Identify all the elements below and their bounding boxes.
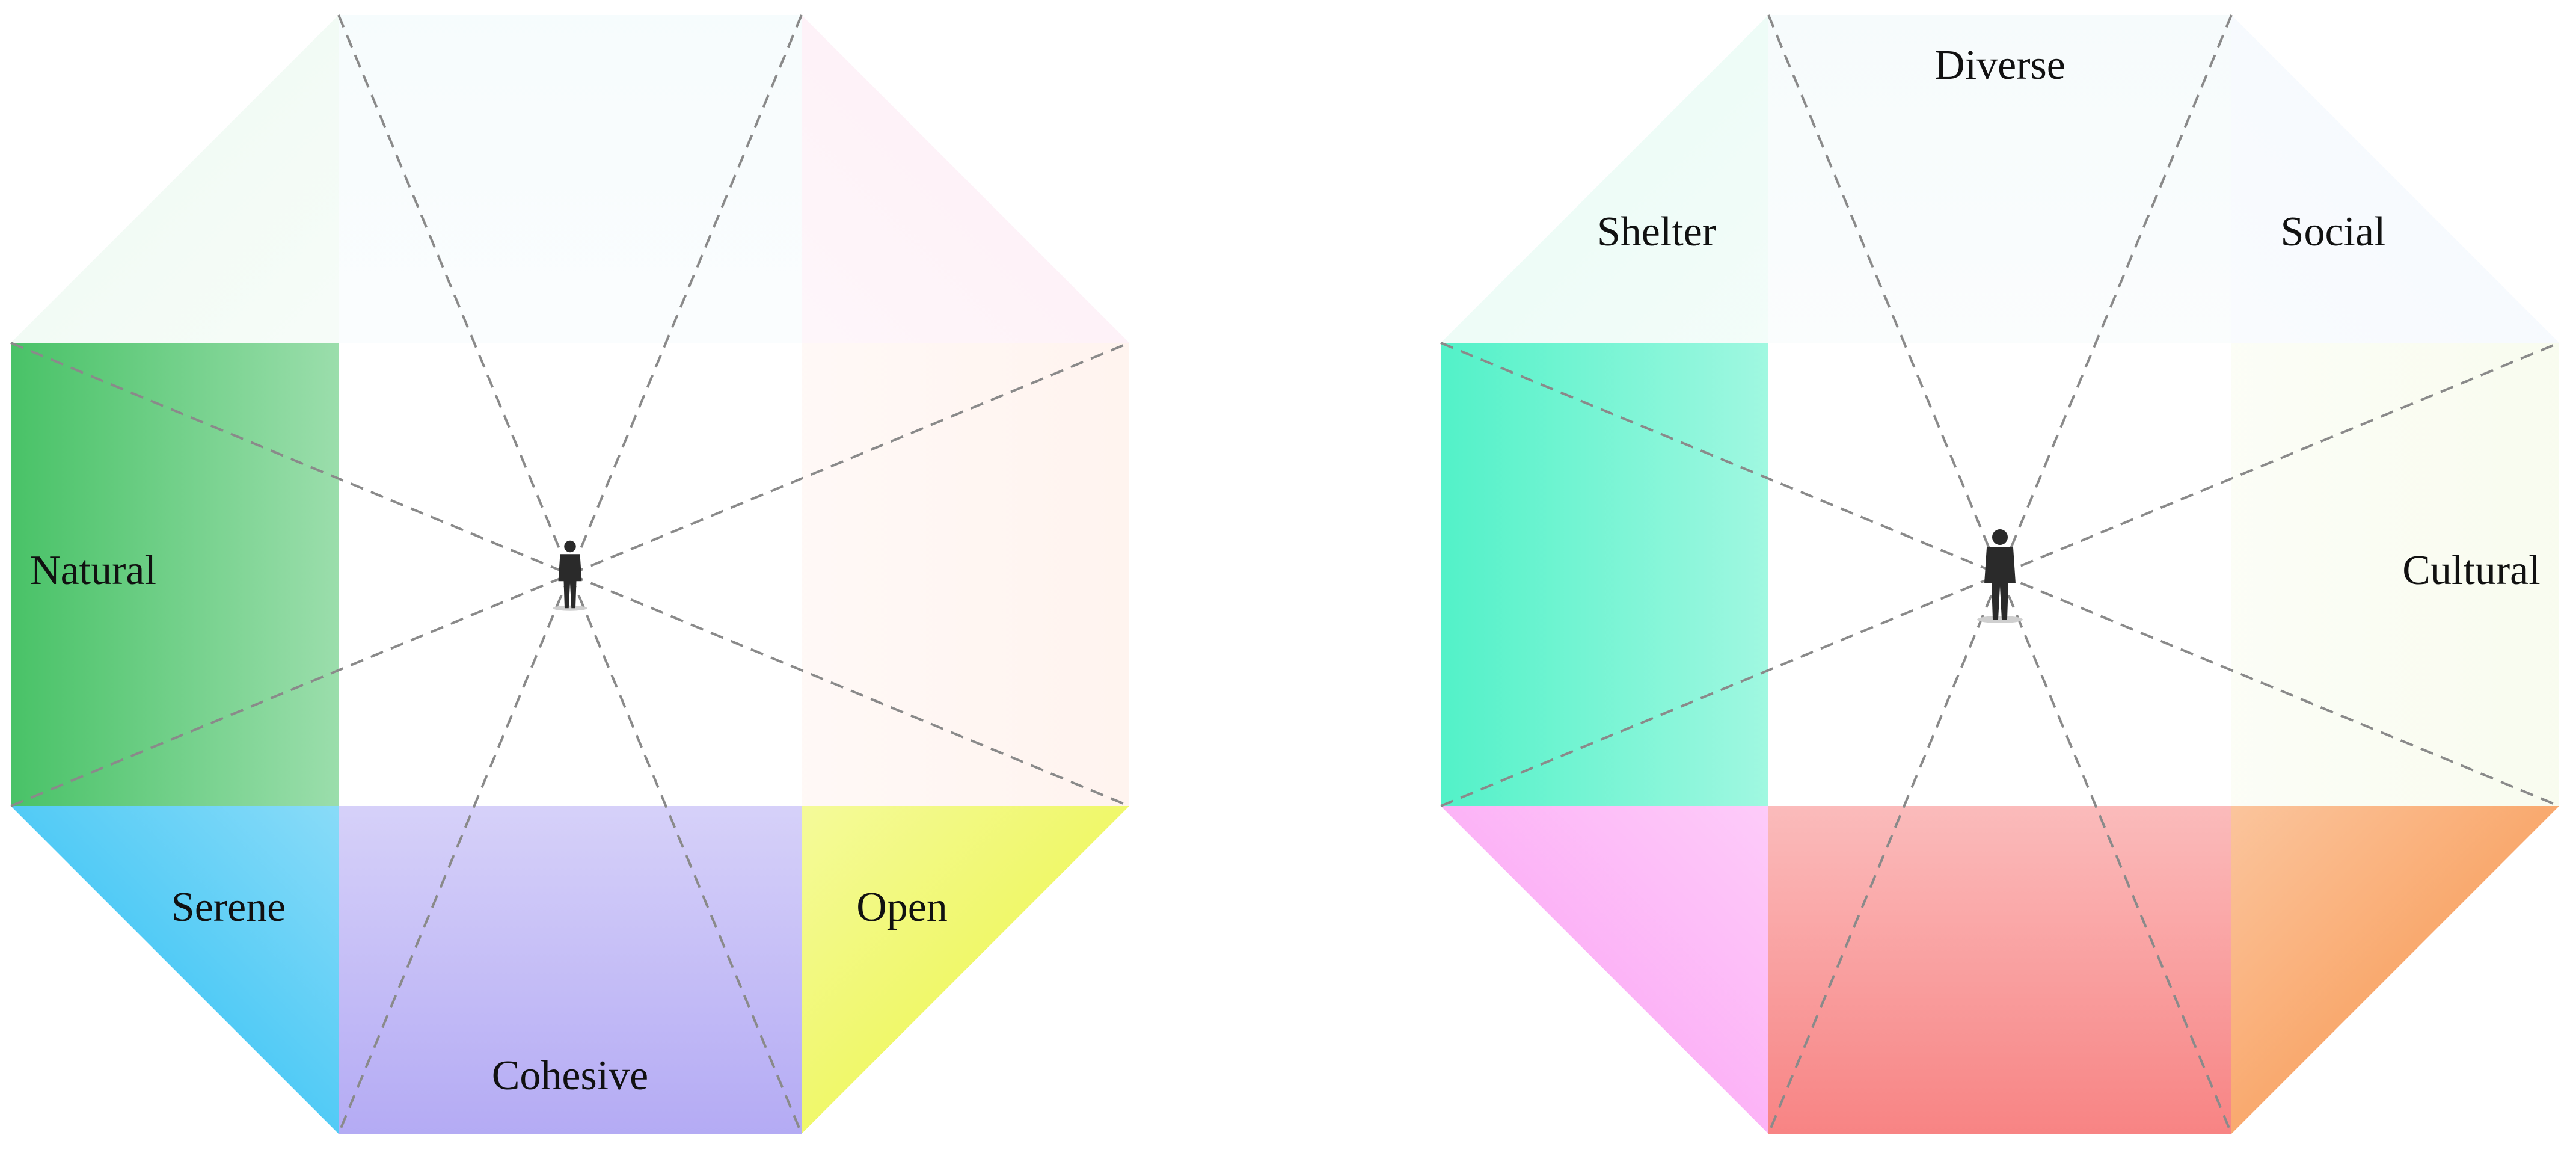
sight-line [337,14,803,1134]
sector-cohesive [339,806,802,1134]
sector-natural [11,343,339,806]
sector-unlabeled-7 [11,15,339,343]
sector-open [802,806,1129,1134]
sector-unlabeled-4 [2231,343,2559,806]
person-silhouette-icon [1977,529,2023,623]
person-silhouette-icon [553,540,587,611]
sight-line [10,342,1130,807]
label-diverse: Diverse [1934,42,2065,88]
label-natural: Natural [30,547,156,594]
label-serene: Serene [171,884,286,930]
label-social: Social [2281,209,2386,255]
sector-cultural [2231,806,2559,1134]
sector-shelter [1441,343,1768,806]
sight-line [1767,14,2233,1134]
sector-diverse [1441,806,1768,1134]
sight-line [10,342,1130,807]
sector-serene [11,806,339,1134]
label-open: Open [856,884,948,930]
sight-line [337,14,803,1134]
label-shelter: Shelter [1597,209,1716,255]
label-cultural: Cultural [2402,547,2540,594]
sector-unlabeled-7 [1441,15,1768,343]
sector-unlabeled-6 [1768,15,2231,343]
sector-social [1768,806,2231,1134]
sector-unlabeled-6 [339,15,802,343]
sector-unlabeled-4 [802,343,1129,806]
sector-unlabeled-5 [2231,15,2559,343]
sight-line [1440,342,2560,807]
sight-line [1440,342,2560,807]
label-cohesive: Cohesive [492,1053,649,1099]
sight-line [1767,14,2233,1134]
sector-unlabeled-5 [802,15,1129,343]
